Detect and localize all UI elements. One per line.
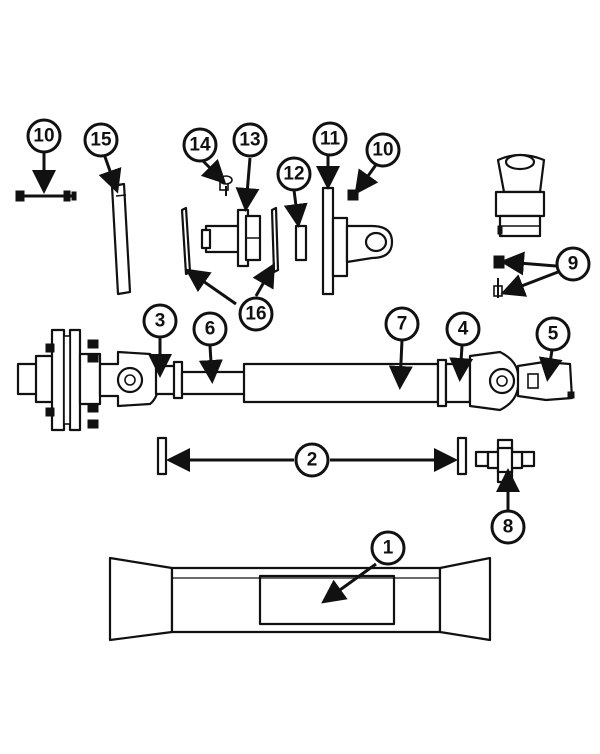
inner-tube-part-6 <box>180 370 248 396</box>
spacer-part-12 <box>294 224 308 262</box>
callout-11: 11 <box>312 121 348 157</box>
svg-text:2: 2 <box>307 450 318 471</box>
bearing-housing-part-13 <box>200 208 262 268</box>
callout-10-left: 10 <box>26 118 62 154</box>
svg-text:16: 16 <box>245 304 266 325</box>
yoke-plate-part-11 <box>321 186 394 296</box>
callout-10-right: 10 <box>365 132 401 168</box>
callout-16: 16 <box>238 296 274 332</box>
callout-9: 9 <box>555 246 591 282</box>
svg-text:5: 5 <box>548 324 559 345</box>
yoke-end-part-5 <box>516 360 575 402</box>
svg-text:9: 9 <box>568 254 579 275</box>
callout-5: 5 <box>535 316 571 352</box>
slip-clutch-flange <box>16 328 102 432</box>
callout-6: 6 <box>192 311 228 347</box>
svg-text:13: 13 <box>239 130 260 151</box>
tube-part-15 <box>110 182 132 296</box>
callout-15: 15 <box>83 122 119 158</box>
svg-text:12: 12 <box>283 164 304 185</box>
svg-text:14: 14 <box>189 135 211 156</box>
svg-text:8: 8 <box>503 517 514 538</box>
callout-14: 14 <box>182 127 218 163</box>
guard-shield-part-1 <box>108 556 492 642</box>
callout-4: 4 <box>445 311 481 347</box>
callout-1: 1 <box>370 530 406 566</box>
callout-2: 2 <box>294 442 330 478</box>
svg-text:15: 15 <box>90 130 112 151</box>
svg-text:11: 11 <box>320 129 341 150</box>
callout-12: 12 <box>276 156 312 192</box>
svg-text:1: 1 <box>383 538 394 559</box>
cross-kit-part-8 <box>474 438 536 484</box>
callout-8: 8 <box>490 509 526 545</box>
yoke-assembly-part-9 <box>493 153 546 298</box>
leader-lines <box>32 152 563 604</box>
nut-part-10 <box>347 189 359 201</box>
callout-13: 13 <box>232 122 268 158</box>
callout-7: 7 <box>384 306 420 342</box>
svg-text:6: 6 <box>205 319 216 340</box>
svg-text:10: 10 <box>33 126 54 147</box>
svg-text:3: 3 <box>155 311 166 332</box>
outer-yoke-left <box>98 350 184 408</box>
svg-text:4: 4 <box>458 319 469 340</box>
inner-yoke-right <box>436 350 520 412</box>
callout-3: 3 <box>142 303 178 339</box>
outer-tube-part-7 <box>242 362 440 404</box>
bolt-part-10 <box>15 190 77 202</box>
svg-text:7: 7 <box>397 314 408 335</box>
svg-text:10: 10 <box>372 140 393 161</box>
